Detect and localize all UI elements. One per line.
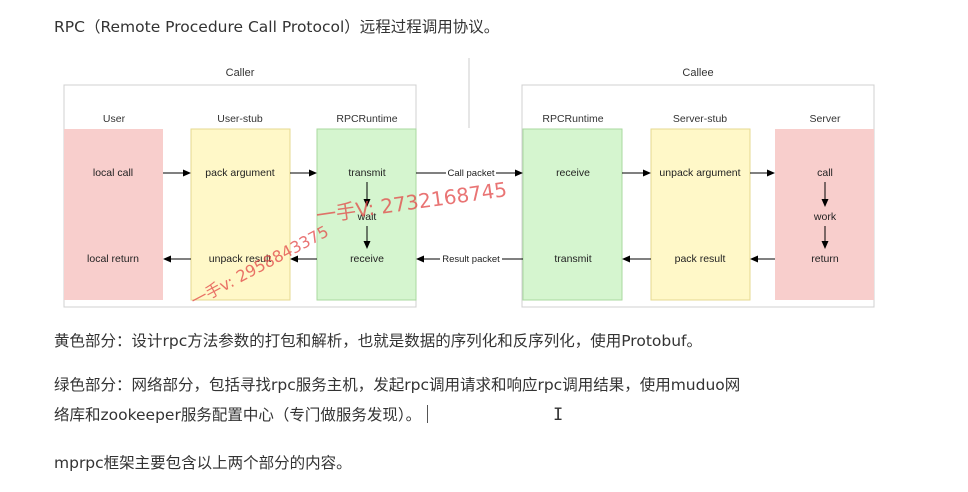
- rpc-caller-receive: receive: [350, 253, 384, 265]
- ibeam-cursor-icon: I: [553, 405, 564, 425]
- rpc-diagram: Caller Callee User User-stub RPCRuntime …: [63, 58, 875, 308]
- header-user: User: [103, 113, 126, 125]
- header-rpcruntime-callee: RPCRuntime: [542, 113, 603, 125]
- user-local-return: local return: [87, 253, 139, 265]
- summary-paragraph: mprpc框架主要包含以上两个部分的内容。: [54, 454, 352, 472]
- server-stub-unpack-argument: unpack argument: [659, 167, 740, 179]
- user-local-call: local call: [93, 167, 133, 179]
- header-user-stub: User-stub: [217, 113, 263, 125]
- rpcruntime-callee-box: [522, 128, 623, 301]
- rpcruntime-caller-box: [316, 128, 417, 301]
- rpc-callee-transmit: transmit: [554, 253, 591, 265]
- header-rpcruntime-caller: RPCRuntime: [336, 113, 397, 125]
- caller-label: Caller: [226, 67, 255, 79]
- user-box: [64, 129, 163, 300]
- header-server: Server: [810, 113, 841, 125]
- user-stub-unpack-result: unpack result: [209, 253, 272, 265]
- rpc-caller-wait: wait: [357, 211, 377, 223]
- green-part-paragraph: 绿色部分：网络部分，包括寻找rpc服务主机，发起rpc调用请求和响应rpc调用结…: [54, 370, 740, 430]
- server-return: return: [811, 253, 839, 265]
- callee-label: Callee: [682, 67, 713, 79]
- user-stub-box: [190, 128, 291, 301]
- yellow-part-paragraph: 黄色部分：设计rpc方法参数的打包和解析，也就是数据的序列化和反序列化，使用Pr…: [54, 332, 703, 350]
- rpc-callee-receive: receive: [556, 167, 590, 179]
- rpc-caller-transmit: transmit: [348, 167, 385, 179]
- green-part-line-1: 绿色部分：网络部分，包括寻找rpc服务主机，发起rpc调用请求和响应rpc调用结…: [54, 376, 741, 394]
- server-call: call: [817, 167, 833, 179]
- server-work: work: [813, 211, 837, 223]
- header-server-stub: Server-stub: [673, 113, 727, 125]
- green-part-line-2: 络库和zookeeper服务配置中心（专门做服务发现）。: [54, 400, 740, 430]
- text-caret: [427, 405, 429, 423]
- result-packet-label: Result packet: [442, 254, 500, 265]
- call-packet-label: Call packet: [448, 168, 495, 179]
- server-stub-box: [650, 128, 751, 301]
- green-part-line-2-text: 络库和zookeeper服务配置中心（专门做服务发现）。: [54, 406, 422, 424]
- server-stub-pack-result: pack result: [675, 253, 726, 265]
- page-title: RPC（Remote Procedure Call Protocol）远程过程调…: [54, 18, 500, 36]
- user-stub-pack-argument: pack argument: [205, 167, 275, 179]
- server-box: [775, 129, 874, 300]
